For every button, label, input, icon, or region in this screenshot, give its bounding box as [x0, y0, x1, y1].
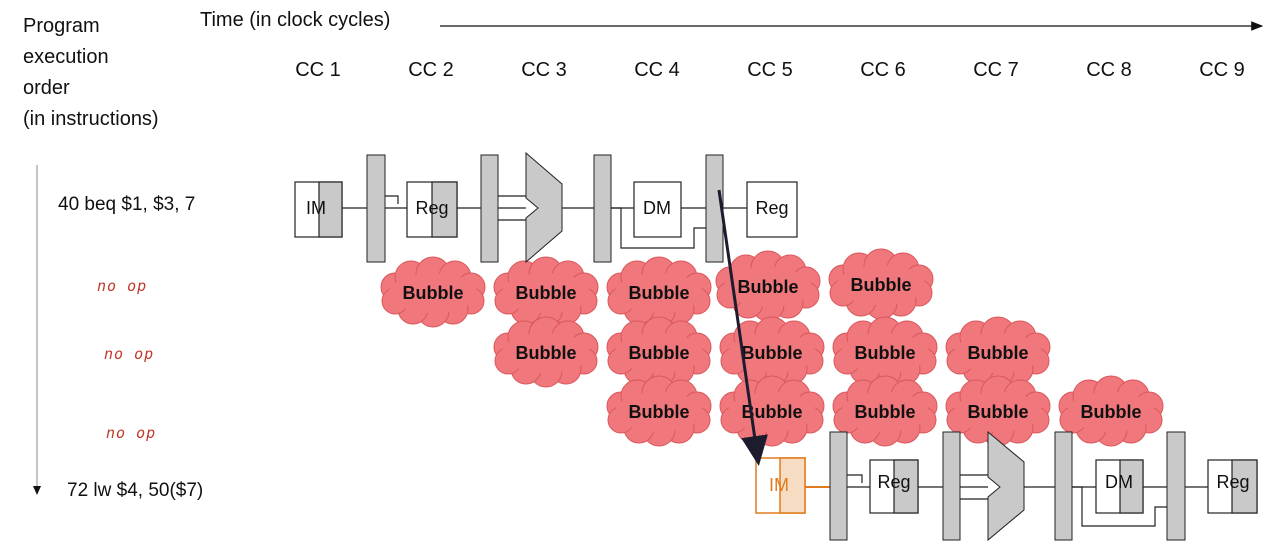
- dm-stage-label: DM: [643, 198, 671, 218]
- pipeline-register: [942, 431, 961, 541]
- pipeline-register: [593, 154, 612, 263]
- reg-stage-label: Reg: [1216, 472, 1249, 492]
- instruction-lw: 72 lw $4, 50($7): [67, 480, 204, 501]
- cycle-label: CC 1: [295, 59, 341, 81]
- bubble-label: Bubble: [968, 402, 1029, 422]
- pipeline-register: [829, 431, 848, 541]
- cycle-label: CC 5: [747, 59, 793, 81]
- pipeline-register: [1054, 431, 1073, 541]
- bubble-label: Bubble: [516, 343, 577, 363]
- dm-stage-box: [633, 181, 682, 238]
- bubble: Bubble: [832, 375, 938, 447]
- bubble-label: Bubble: [1081, 402, 1142, 422]
- pipeline-register: [366, 154, 386, 263]
- bubble: Bubble: [606, 375, 712, 447]
- bubble: Bubble: [828, 248, 934, 320]
- bubble-label: Bubble: [516, 283, 577, 303]
- bubble-label: Bubble: [738, 277, 799, 297]
- bubble-label: Bubble: [629, 283, 690, 303]
- pipeline-register: [480, 154, 499, 263]
- cycle-label: CC 9: [1199, 59, 1245, 81]
- bubble-label: Bubble: [742, 343, 803, 363]
- y-axis-label: Program execution order (in instructions…: [23, 11, 159, 135]
- bubble: Bubble: [1058, 375, 1164, 447]
- program-order-arrowhead: [33, 486, 41, 495]
- bubble-label: Bubble: [968, 343, 1029, 363]
- bubble: Bubble: [380, 256, 486, 328]
- cycle-label: CC 7: [973, 59, 1019, 81]
- cycle-label: CC 3: [521, 59, 567, 81]
- bubble-label: Bubble: [629, 343, 690, 363]
- pipeline-register: [1166, 431, 1186, 541]
- reg-stage-label: Reg: [877, 472, 910, 492]
- y-axis-label-line: (in instructions): [23, 108, 159, 130]
- reg-stage-label: Reg: [415, 198, 448, 218]
- bubble-label: Bubble: [855, 343, 916, 363]
- reg-stage-box: [746, 181, 798, 238]
- y-axis-label-line: execution: [23, 46, 109, 68]
- instruction-beq: 40 beq $1, $3, 7: [58, 194, 196, 215]
- noop-annotation: no op: [106, 424, 157, 442]
- alu-shape: [987, 430, 1025, 542]
- y-axis-label-line: order: [23, 77, 70, 99]
- bubble: Bubble: [719, 375, 825, 447]
- cycle-label: CC 4: [634, 59, 680, 81]
- bubble: Bubble: [493, 316, 599, 388]
- dm-stage-label: DM: [1105, 472, 1133, 492]
- bubble: Bubble: [945, 375, 1051, 447]
- alu-shape: [525, 151, 563, 264]
- cycle-label: CC 2: [408, 59, 454, 81]
- bubble-label: Bubble: [851, 275, 912, 295]
- branch-forward-arrow: [717, 189, 768, 466]
- y-axis-label-line: Program: [23, 15, 100, 37]
- beq-pipeline: IM Reg DM Reg: [294, 151, 798, 264]
- bubble-label: Bubble: [742, 402, 803, 422]
- bubble-label: Bubble: [855, 402, 916, 422]
- im-stage-label: IM: [306, 198, 326, 218]
- cycle-label: CC 6: [860, 59, 906, 81]
- bubble-label: Bubble: [629, 402, 690, 422]
- reg-stage-label: Reg: [755, 198, 788, 218]
- bubble-label: Bubble: [403, 283, 464, 303]
- im-stage-label: IM: [769, 475, 789, 495]
- cycle-label: CC 8: [1086, 59, 1132, 81]
- bubble: Bubble: [719, 316, 825, 388]
- bubble: Bubble: [715, 250, 821, 322]
- noop-annotation: no op: [104, 345, 155, 363]
- lw-pipeline: IM Reg DM Reg: [755, 430, 1258, 542]
- bubble: Bubble: [832, 316, 938, 388]
- noop-annotation: no op: [97, 277, 148, 295]
- time-axis-label: Time (in clock cycles): [200, 9, 391, 31]
